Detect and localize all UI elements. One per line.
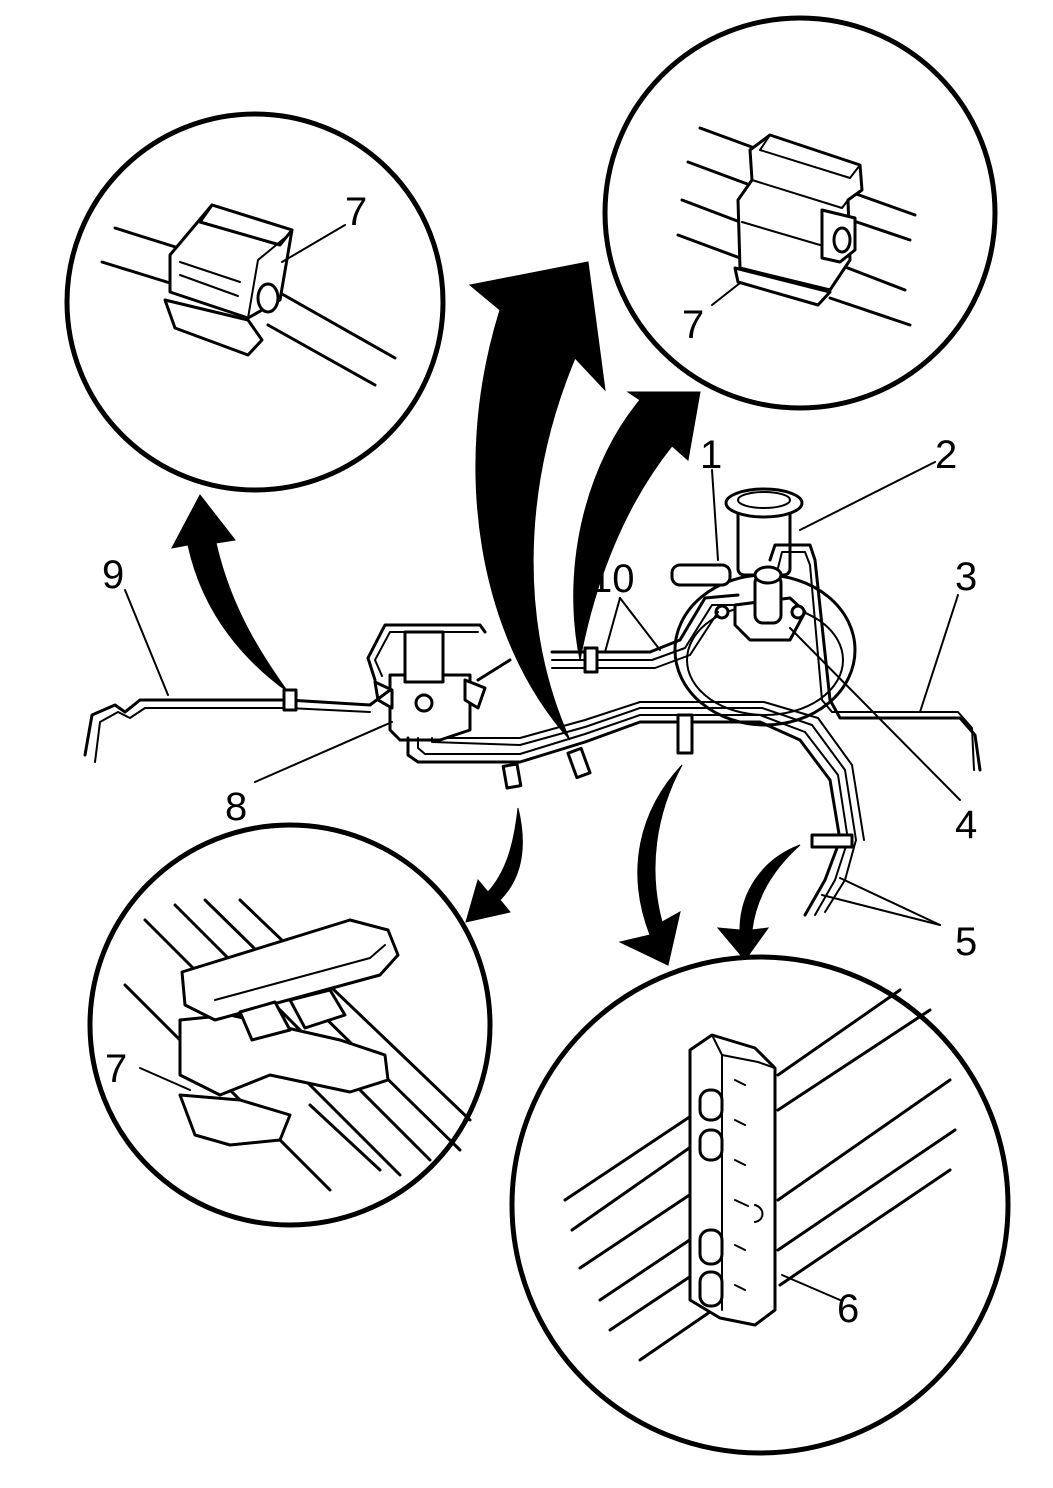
pipe-clip-10 [583, 646, 599, 674]
callout-5: 5 [955, 920, 977, 964]
combination-valve [373, 630, 487, 742]
pipe-line [273, 288, 397, 360]
brake-line-left [83, 688, 392, 757]
leader-line [799, 461, 936, 531]
leader-line [821, 894, 941, 926]
brake-line-bundle [431, 707, 857, 913]
brake-line-port-10 [551, 604, 741, 661]
detail-view-bottom-right: 6 [509, 954, 1011, 1456]
detail-view-bottom-left: 7 [87, 822, 493, 1228]
brake-line-right [777, 551, 975, 771]
leader-line [711, 469, 719, 561]
arrow-to-detail-top-left [171, 494, 289, 693]
brake-line-loop [366, 623, 487, 682]
callout-9: 9 [102, 553, 124, 597]
pipe-clip [178, 918, 400, 1147]
arrow-to-detail-bottom-right-small [716, 844, 801, 961]
leader-line [139, 1067, 191, 1091]
pipe-line [686, 160, 752, 187]
leader-line [839, 877, 941, 926]
pipe-line [113, 226, 187, 252]
leader-line [711, 282, 741, 306]
brake-line-left [94, 707, 371, 763]
brake-line-loop [374, 631, 479, 677]
pipe-clip [501, 762, 523, 790]
leader-line [604, 597, 621, 653]
pipe-clip [733, 133, 864, 307]
detail-view-top-right: 7 [602, 15, 998, 411]
callout-7-bottom-left: 7 [105, 1047, 127, 1091]
callout-7-top-right: 7 [682, 303, 704, 347]
pipe-line [776, 1008, 932, 1112]
detail-view-top-left: 7 [64, 111, 446, 493]
leader-line [254, 721, 393, 783]
pipe-clip [163, 203, 294, 357]
pipe-clip [676, 713, 694, 755]
callouts: 1 2 3 4 5 8 9 10 [102, 433, 977, 964]
callout-4: 4 [955, 803, 977, 847]
arrow-to-detail-bottom-right-large [618, 764, 683, 966]
brake-line-right [768, 543, 982, 772]
brake-line-assembly [83, 487, 982, 917]
pipe-line [238, 898, 472, 1122]
brake-line-bundle [444, 701, 865, 841]
brake-line-port-10 [550, 593, 740, 654]
pipe-line [266, 323, 377, 387]
pipe-clip [566, 746, 592, 780]
callout-7-top-left: 7 [345, 190, 367, 234]
callout-arrows [171, 261, 801, 966]
pipe-line [100, 260, 172, 285]
pipe-line [776, 988, 902, 1077]
pipe-line [776, 1078, 952, 1202]
pipe-line [776, 1128, 957, 1252]
detail-circle-bottom-left [87, 822, 493, 1228]
callout-6: 6 [837, 1287, 859, 1331]
pipe-line [828, 296, 912, 327]
callout-2: 2 [935, 433, 957, 477]
pipe-line [308, 1103, 382, 1172]
brake-line-outlet [476, 658, 512, 682]
leader-line [124, 589, 169, 696]
callout-10: 10 [590, 557, 635, 601]
brake-line-bundle [406, 720, 842, 917]
pipe-clip-5 [810, 833, 854, 849]
pipe-line [698, 126, 762, 152]
leader-line [919, 594, 959, 713]
callout-8: 8 [225, 785, 247, 829]
brake-line-port-10 [551, 611, 719, 669]
pipe-line [838, 263, 907, 292]
leader-line [619, 597, 661, 651]
arrow-to-detail-top-right-large [468, 261, 606, 741]
pipe-line [680, 198, 742, 224]
arrow-to-detail-top-right-small [573, 391, 701, 661]
pipe-line [203, 898, 462, 1152]
callout-3: 3 [955, 555, 977, 599]
pipe-line [676, 233, 742, 260]
leader-line [781, 1274, 841, 1301]
pipe-clip-9 [282, 688, 298, 712]
pipe-clip [688, 1033, 777, 1327]
master-cylinder [670, 487, 807, 642]
callout-1: 1 [700, 433, 722, 477]
leader-line [789, 627, 961, 801]
pipe-line [778, 1168, 952, 1287]
leader-line [281, 224, 346, 263]
arrow-to-detail-bottom-left [465, 807, 523, 923]
pipe-line [638, 1303, 722, 1362]
